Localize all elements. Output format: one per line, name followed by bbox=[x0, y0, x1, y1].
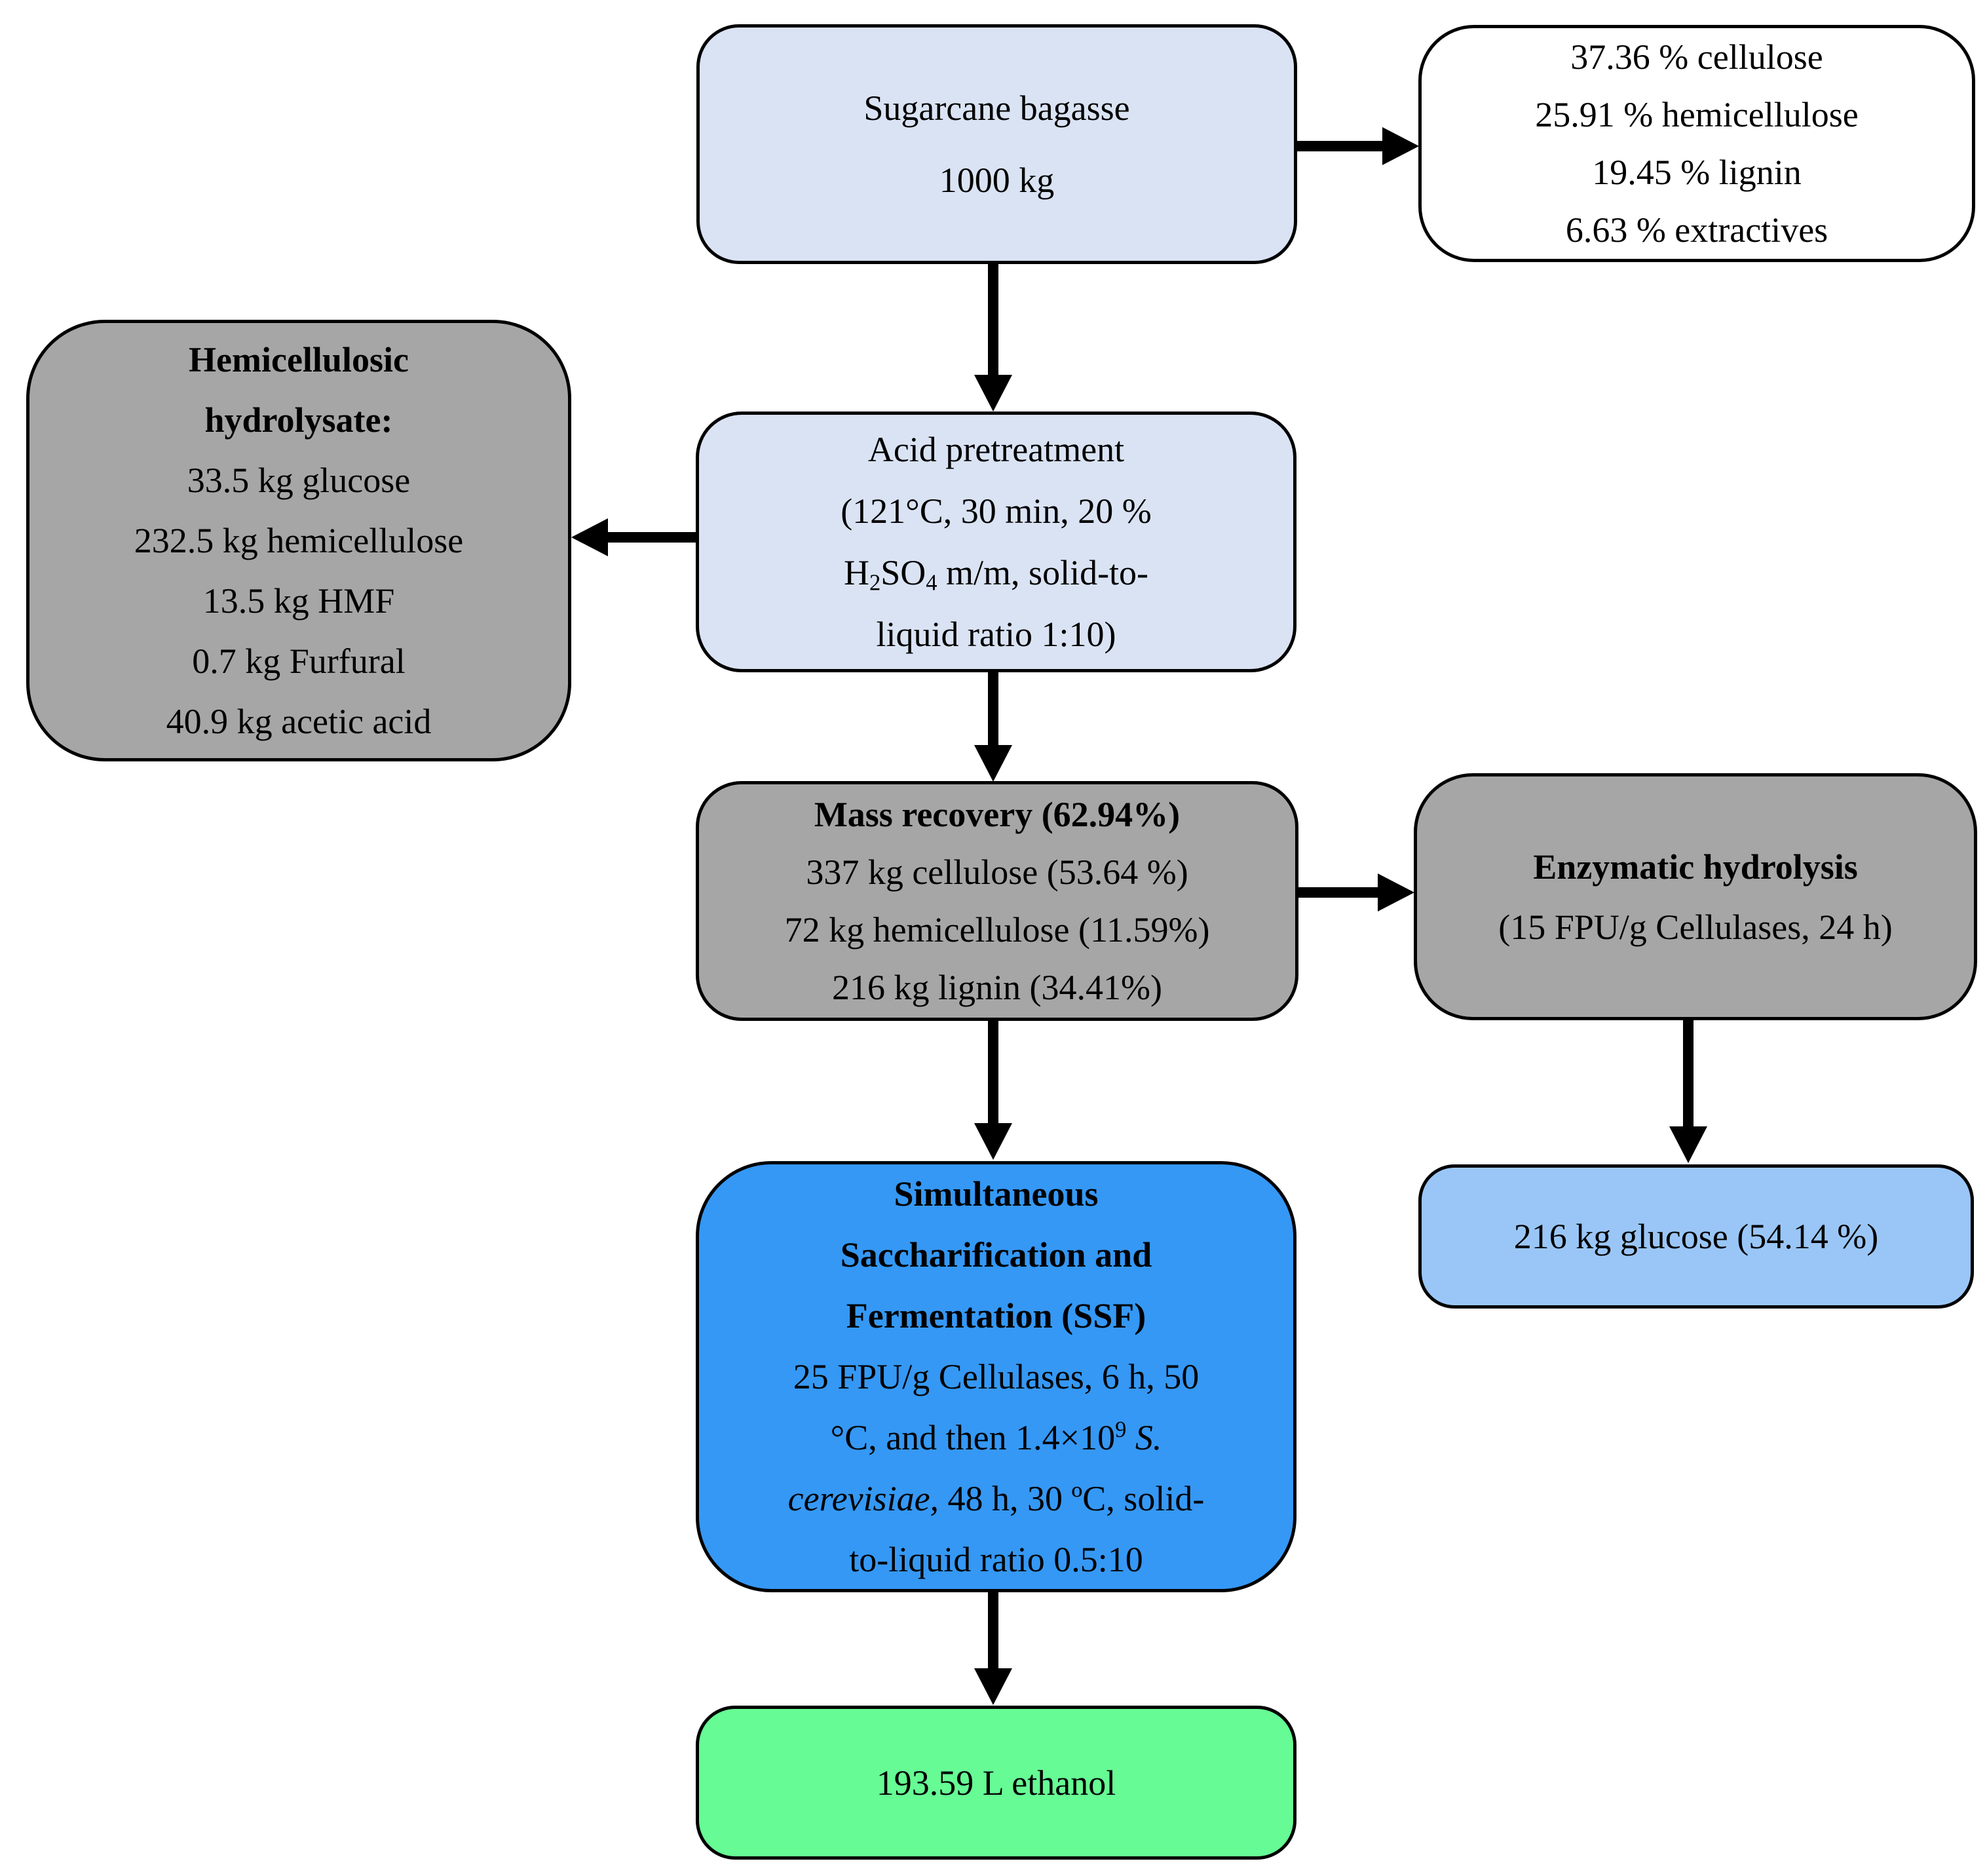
hemicellulosic-hydrolysate-box: Hemicellulosic hydrolysate: 33.5 kg gluc… bbox=[26, 320, 571, 761]
box-line: 72 kg hemicellulose (11.59%) bbox=[784, 910, 1210, 949]
formula-subscript: 4 bbox=[926, 570, 937, 596]
arrow-line bbox=[1298, 887, 1379, 898]
formula-text: H bbox=[843, 553, 869, 592]
box-title: Simultaneous bbox=[894, 1174, 1099, 1214]
box-line: 216 kg lignin (34.41%) bbox=[832, 968, 1162, 1007]
arrowhead-down bbox=[974, 1123, 1012, 1160]
arrowhead-right bbox=[1382, 127, 1419, 165]
box-title: hydrolysate: bbox=[204, 400, 393, 440]
box-line: °C, and then 1.4×109 S. bbox=[831, 1407, 1162, 1468]
arrow-line bbox=[988, 1592, 998, 1670]
ssf-text: °C, and then 1.4×10 bbox=[830, 1417, 1116, 1457]
species-name-italic: cerevisiae, bbox=[787, 1478, 939, 1518]
box-line: (15 FPU/g Cellulases, 24 h) bbox=[1498, 907, 1893, 947]
box-title: Enzymatic hydrolysis bbox=[1533, 847, 1858, 887]
ethanol-box: 193.59 L ethanol bbox=[696, 1706, 1296, 1860]
box-line: Sugarcane bagasse bbox=[863, 88, 1130, 128]
arrowhead-down bbox=[974, 745, 1012, 782]
arrowhead-down bbox=[1669, 1126, 1707, 1163]
ssf-text: 48 h, 30 ºC, solid- bbox=[939, 1478, 1205, 1518]
composition-box: 37.36 % cellulose 25.91 % hemicellulose … bbox=[1418, 25, 1975, 262]
box-title: Hemicellulosic bbox=[189, 340, 409, 379]
ssf-text bbox=[1126, 1418, 1135, 1457]
arrowhead-down bbox=[974, 375, 1012, 412]
species-name-italic: S. bbox=[1135, 1417, 1162, 1457]
box-line: 337 kg cellulose (53.64 %) bbox=[806, 852, 1188, 892]
arrowhead-down bbox=[974, 1668, 1012, 1705]
arrowhead-left bbox=[571, 518, 608, 556]
mass-recovery-box: Mass recovery (62.94%) 337 kg cellulose … bbox=[696, 781, 1298, 1021]
formula-text: SO bbox=[880, 553, 926, 592]
box-line: 40.9 kg acetic acid bbox=[166, 702, 432, 741]
box-line: 216 kg glucose (54.14 %) bbox=[1513, 1217, 1879, 1256]
box-line: 232.5 kg hemicellulose bbox=[134, 521, 464, 560]
arrow-line bbox=[988, 672, 998, 747]
box-line: 193.59 L ethanol bbox=[876, 1763, 1116, 1803]
box-line: 25.91 % hemicellulose bbox=[1535, 95, 1859, 134]
box-line: 13.5 kg HMF bbox=[202, 581, 395, 621]
box-line: 19.45 % lignin bbox=[1592, 153, 1802, 192]
box-line: Acid pretreatment bbox=[867, 430, 1125, 469]
arrowhead-right bbox=[1378, 873, 1414, 911]
box-line: 0.7 kg Furfural bbox=[192, 641, 406, 681]
box-line: liquid ratio 1:10) bbox=[876, 615, 1116, 654]
formula-text: m/m, solid-to- bbox=[937, 553, 1149, 592]
box-line: to-liquid ratio 0.5:10 bbox=[849, 1539, 1143, 1579]
formula-subscript: 2 bbox=[869, 570, 881, 596]
arrow-line bbox=[607, 532, 696, 543]
arrow-line bbox=[988, 264, 998, 377]
arrow-line bbox=[1683, 1020, 1694, 1128]
box-title: Saccharification and bbox=[840, 1235, 1152, 1274]
box-line: cerevisiae, 48 h, 30 ºC, solid- bbox=[788, 1468, 1205, 1529]
enzymatic-hydrolysis-box: Enzymatic hydrolysis (15 FPU/g Cellulase… bbox=[1414, 773, 1977, 1020]
box-title: Mass recovery (62.94%) bbox=[814, 795, 1181, 834]
glucose-box: 216 kg glucose (54.14 %) bbox=[1418, 1164, 1974, 1309]
ssf-superscript: 9 bbox=[1115, 1417, 1127, 1442]
arrow-line bbox=[1297, 141, 1385, 151]
box-title: Fermentation (SSF) bbox=[846, 1295, 1146, 1335]
box-line: 37.36 % cellulose bbox=[1570, 37, 1823, 77]
acid-pretreatment-box: Acid pretreatment (121°C, 30 min, 20 % H… bbox=[696, 412, 1296, 672]
arrow-line bbox=[988, 1021, 998, 1126]
box-line: 25 FPU/g Cellulases, 6 h, 50 bbox=[793, 1356, 1200, 1396]
box-line: (121°C, 30 min, 20 % bbox=[841, 491, 1152, 531]
box-line: 1000 kg bbox=[939, 161, 1055, 200]
sugarcane-bagasse-box: Sugarcane bagasse 1000 kg bbox=[696, 24, 1297, 264]
box-line: 6.63 % extractives bbox=[1565, 210, 1828, 250]
box-line: H2SO4 m/m, solid-to- bbox=[844, 542, 1148, 603]
ssf-box: Simultaneous Saccharification and Fermen… bbox=[696, 1161, 1296, 1592]
box-line: 33.5 kg glucose bbox=[187, 461, 411, 500]
